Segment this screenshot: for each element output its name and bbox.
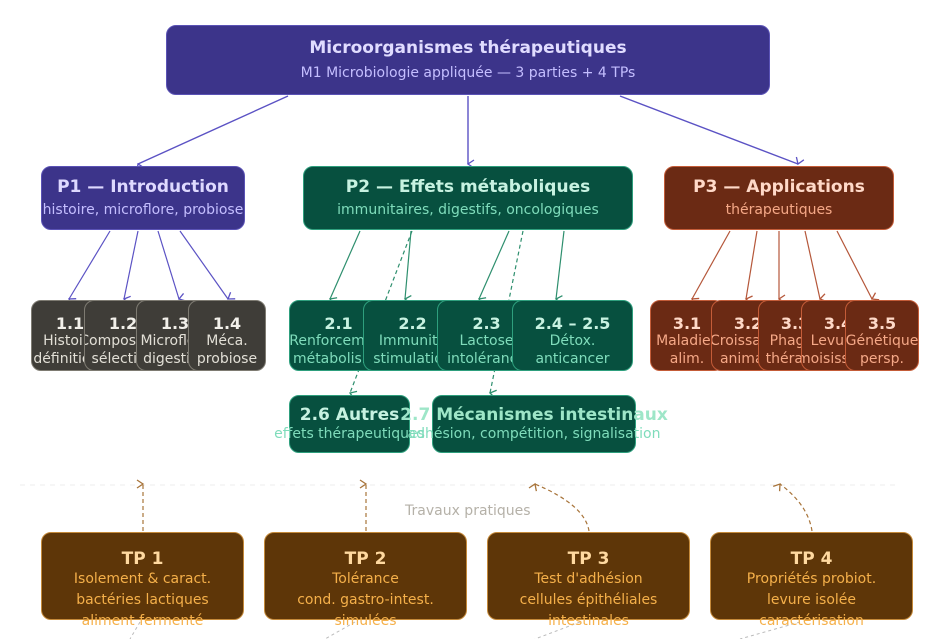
edge-p3-5 (836, 230, 880, 301)
subnode-line2: intolérance (447, 350, 526, 367)
part-subtitle: immunitaires, digestifs, oncologiques (337, 201, 599, 218)
subnode-line1: Renforcement (289, 333, 388, 350)
subnode-number: 1.1 (55, 314, 85, 333)
edge-tp3-below (534, 621, 581, 639)
part-node-p3[interactable]: P3 — Applications thérapeutiques (664, 166, 894, 230)
subnode-line1: Immunité (378, 333, 447, 350)
subnode-line1: Histoire (43, 333, 97, 350)
part-subtitle: thérapeutiques (725, 201, 833, 218)
subnode-2-6[interactable]: 2.6 Autres effets thérapeutiques (274, 395, 425, 453)
edge-p1-4 (179, 230, 236, 300)
edge-tp4-below (739, 621, 801, 639)
edge-p1-2 (122, 230, 139, 305)
edge-p3-1 (690, 230, 731, 306)
subnode-line1: Méca. (206, 333, 248, 350)
edge-p1-3 (157, 230, 187, 302)
edge-p2-3 (477, 230, 510, 306)
edge-p2-2 (403, 230, 412, 305)
part-title: P2 — Effets métaboliques (345, 177, 591, 198)
edge-tp4 (772, 483, 813, 532)
edge-p2-4 (554, 230, 565, 305)
subnode-number: 2.2 (398, 314, 427, 333)
root-subtitle: M1 Microbiologie appliquée — 3 parties +… (300, 64, 636, 81)
tp-line: Test d'adhésion (534, 571, 643, 588)
edge-p3-4 (804, 230, 827, 303)
tp-line: bactéries lactiques (76, 592, 209, 609)
subnode-number: 2.4 – 2.5 (534, 314, 611, 333)
subnode-line2: persp. (860, 350, 904, 367)
subnode-number: 2.1 (324, 314, 353, 333)
tp-title: TP 4 (790, 549, 833, 569)
subnode-line2: métabolisme (292, 350, 385, 367)
tp-line: Propriétés probiot. (746, 571, 877, 588)
part-subtitle: histoire, microflore, probiose (42, 201, 244, 218)
subnode-line1: Lactose (459, 333, 514, 350)
subnode-number: 3.2 (733, 314, 763, 333)
subnode-title: 2.7 Mécanismes intestinaux (400, 405, 668, 426)
subnode-title: 2.6 Autres (299, 405, 400, 426)
edge-p2-1 (328, 230, 361, 306)
tp-section-label: Travaux pratiques (405, 503, 531, 519)
edge-p1-1 (67, 230, 111, 306)
tp-title: TP 2 (344, 549, 387, 569)
edge-p3-2 (744, 230, 758, 305)
tp-line: cond. gastro-intest. (297, 592, 434, 609)
subnode-3-5[interactable]: 3.5 Génétique persp. (845, 300, 919, 371)
subnode-number: 1.2 (108, 314, 138, 333)
edge-tp3 (528, 482, 590, 532)
subnode-line2: alim. (669, 350, 705, 367)
subnode-number: 1.4 (212, 314, 242, 333)
tp-line: cellules épithéliales (519, 592, 658, 609)
tp-line: simulées (334, 613, 397, 630)
tp-line: levure isolée (766, 592, 857, 609)
part-node-p1[interactable]: P1 — Introduction histoire, microflore, … (41, 166, 245, 230)
subnode-number: 3.1 (672, 314, 702, 333)
subnode-line1: Génétique (845, 333, 919, 350)
subnode-line2: probiose (196, 350, 258, 367)
subnode-subtitle: adhésion, compétition, signalisation (407, 425, 661, 442)
part-node-p2[interactable]: P2 — Effets métaboliques immunitaires, d… (303, 166, 633, 230)
tp-line: caractérisation (759, 613, 864, 630)
tp-line: Tolérance (332, 571, 399, 588)
tp-node-2[interactable]: TP 2 Tolérance cond. gastro-intest. simu… (264, 532, 467, 629)
subnode-2-7[interactable]: 2.7 Mécanismes intestinaux adhésion, com… (400, 395, 668, 453)
tp-line: Isolement & caract. (73, 571, 212, 588)
tp-node-1[interactable]: TP 1 Isolement & caract. bactéries lacti… (41, 532, 244, 629)
subnode-line1: Maladies (656, 333, 718, 350)
tp-line: aliment fermenté (81, 613, 204, 630)
tp-title: TP 3 (567, 549, 610, 569)
subnode-line1: Détox. (549, 333, 596, 350)
subnode-2-4-5[interactable]: 2.4 – 2.5 Détox. anticancer (512, 300, 633, 371)
subnode-1-4[interactable]: 1.4 Méca. probiose (188, 300, 266, 371)
subnode-line2: anticancer (535, 350, 610, 367)
subnode-number: 1.3 (160, 314, 190, 333)
subnode-number: 3.5 (867, 314, 897, 333)
tp-line: intestinales (548, 613, 629, 630)
edge-root-p1 (136, 95, 289, 172)
tp-node-3[interactable]: TP 3 Test d'adhésion cellules épithélial… (487, 532, 690, 629)
root-title: Microorganismes thérapeutiques (309, 38, 627, 59)
subnode-number: 2.3 (472, 314, 501, 333)
part-title: P1 — Introduction (57, 177, 229, 198)
edge-root-p3 (619, 95, 805, 166)
subnode-subtitle: effets thérapeutiques (274, 425, 425, 442)
tp-node-4[interactable]: TP 4 Propriétés probiot. levure isolée c… (710, 532, 913, 629)
subnode-line2: stimulation (373, 350, 452, 367)
part-title: P3 — Applications (693, 177, 865, 198)
root-node[interactable]: Microorganismes thérapeutiques M1 Microb… (166, 25, 770, 95)
tp-title: TP 1 (121, 549, 164, 569)
